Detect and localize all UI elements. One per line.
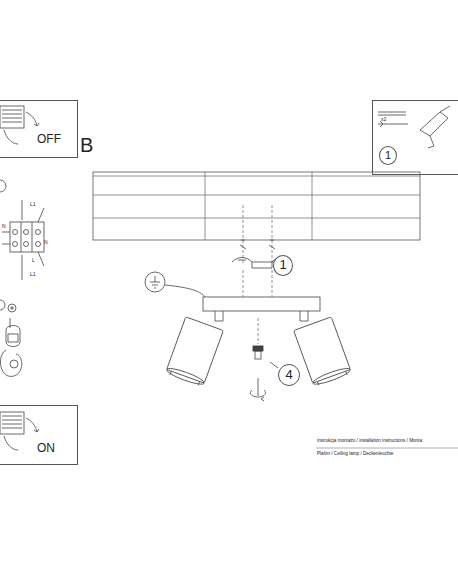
wire-label: N: [44, 240, 48, 246]
wire-label: L: [32, 258, 35, 264]
instruction-panel: x2 1: [372, 100, 458, 175]
instruction-panel: ON: [0, 405, 78, 465]
wire-label: N: [2, 224, 6, 230]
wire-label: L1: [30, 272, 36, 278]
panel-text: x2: [381, 117, 386, 123]
panel-text: ON: [37, 442, 55, 455]
section-letter: B: [80, 134, 93, 156]
callout-number: 4: [285, 368, 292, 382]
callout-circle: 4: [278, 364, 300, 386]
wire-label: L1: [30, 202, 36, 208]
callout-circle: 1: [273, 255, 293, 276]
callout-number: 1: [279, 258, 286, 272]
footer-text: instrukcja montażu / installation instru…: [317, 438, 422, 443]
instruction-panel: OFF: [0, 100, 78, 158]
callout-circle: 1: [379, 146, 397, 165]
caption: Plafon / Ceiling lamp / Deckenleuchte: [317, 451, 393, 456]
callout-number: 1: [385, 149, 391, 161]
panel-text: OFF: [37, 133, 61, 146]
